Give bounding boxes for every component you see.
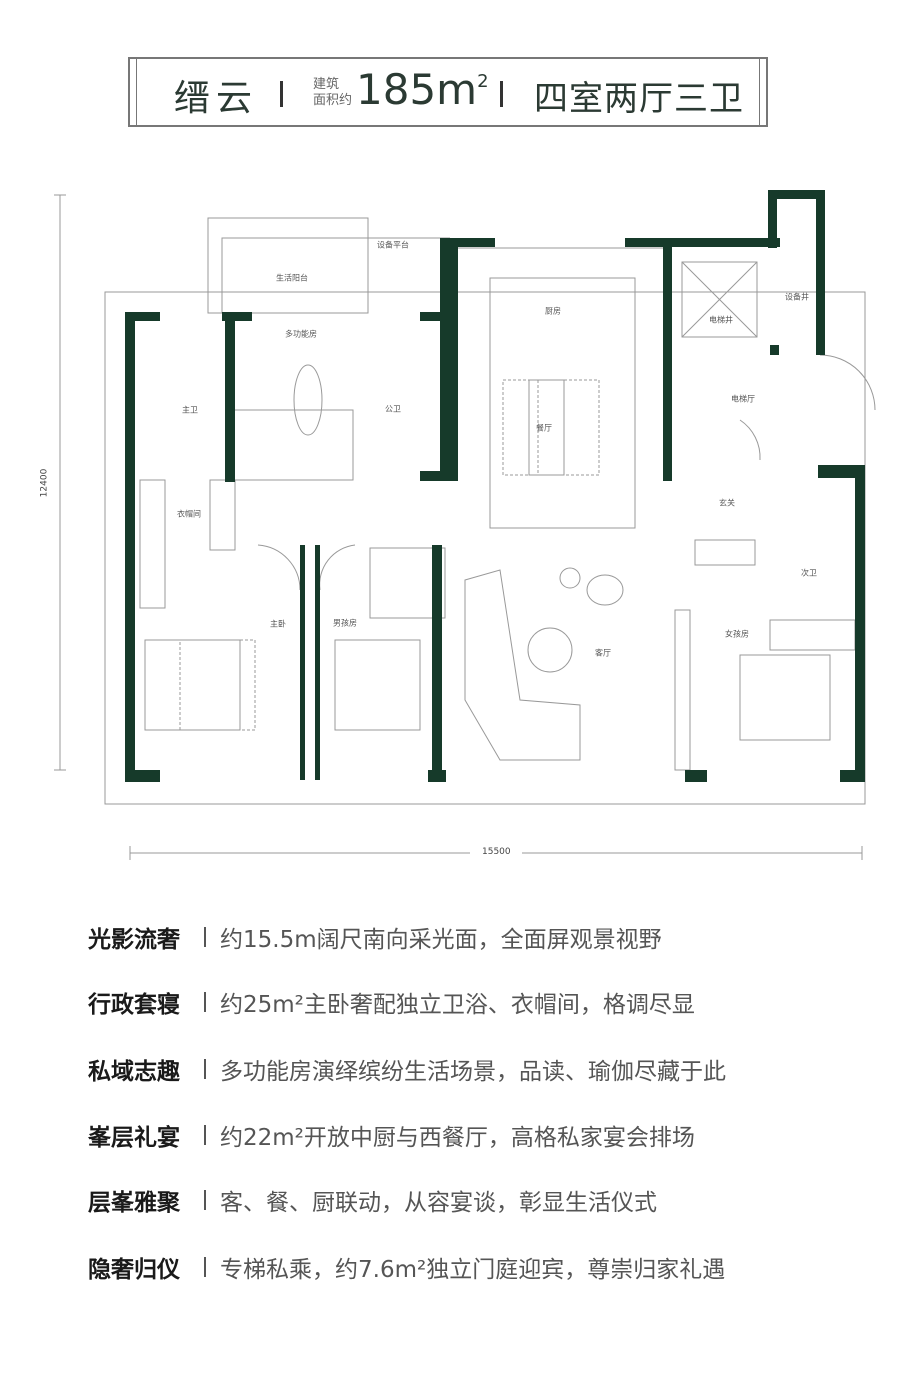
thin-lines: [54, 194, 876, 860]
area-label: 建筑面积约: [313, 77, 352, 109]
room-label-equipment-shaft: 设备井: [785, 292, 809, 302]
room-label-living: 客厅: [595, 648, 611, 658]
room-label-second-bath: 次卫: [801, 568, 817, 578]
floor-plan: [54, 190, 876, 860]
room-label-elevator-shaft: 电梯井: [709, 315, 733, 325]
room-label-dining: 餐厅: [536, 423, 552, 433]
separator: [204, 1257, 206, 1277]
feature-item: 光影流奢 约15.5m阔尺南向采光面，全面屏观景视野: [88, 920, 662, 954]
separator: [204, 1190, 206, 1210]
room-label-master-bath: 主卫: [182, 405, 198, 415]
room-label-master-bedroom: 主卧: [270, 619, 286, 629]
feature-item: 峯层礼宴 约22m²开放中厨与西餐厅，高格私家宴会排场: [88, 1118, 695, 1152]
feature-title: 行政套寝: [88, 992, 180, 1018]
feature-title: 峯层礼宴: [88, 1125, 180, 1151]
room-label-balcony: 生活阳台: [276, 273, 308, 283]
layout-type: 四室两厅三卫: [534, 79, 744, 119]
feature-title: 私域志趣: [88, 1059, 180, 1085]
feature-desc: 专梯私乘，约7.6m²独立门庭迎宾，尊崇归家礼遇: [220, 1257, 726, 1283]
title-banner: 缙云 建筑面积约 185m2 四室两厅三卫: [128, 57, 768, 127]
area-superscript: 2: [477, 71, 489, 92]
feature-desc: 约25m²主卧奢配独立卫浴、衣帽间，格调尽显: [220, 992, 695, 1018]
feature-item: 私域志趣 多功能房演绎缤纷生活场景，品读、瑜伽尽藏于此: [88, 1052, 726, 1086]
room-label-equipment-platform: 设备平台: [377, 240, 409, 250]
thick-walls: [125, 190, 865, 782]
room-label-multifunction: 多功能房: [285, 329, 317, 339]
room-label-girl-room: 女孩房: [725, 629, 749, 639]
separator: [204, 992, 206, 1012]
area-label-line1: 建筑: [313, 77, 340, 92]
room-label-foyer: 玄关: [719, 498, 735, 508]
separator: [500, 81, 503, 107]
area-value: 185m2: [356, 65, 489, 114]
project-name: 缙云: [174, 78, 259, 119]
feature-title: 层峯雅聚: [88, 1190, 180, 1216]
feature-item: 层峯雅聚 客、餐、厨联动，从容宴谈，彰显生活仪式: [88, 1183, 657, 1217]
feature-item: 隐奢归仪 专梯私乘，约7.6m²独立门庭迎宾，尊崇归家礼遇: [88, 1250, 725, 1284]
feature-desc: 多功能房演绎缤纷生活场景，品读、瑜伽尽藏于此: [220, 1059, 726, 1085]
feature-title: 隐奢归仪: [88, 1257, 180, 1283]
feature-item: 行政套寝 约25m²主卧奢配独立卫浴、衣帽间，格调尽显: [88, 985, 695, 1019]
room-label-boy-room: 男孩房: [333, 618, 357, 628]
feature-title: 光影流奢: [88, 927, 180, 953]
dimension-width: 15500: [482, 847, 511, 857]
dimension-depth: 12400: [39, 468, 50, 498]
feature-desc: 约15.5m阔尺南向采光面，全面屏观景视野: [220, 927, 662, 953]
room-label-elevator-hall: 电梯厅: [731, 394, 755, 404]
area-label-line2: 面积约: [313, 93, 353, 108]
separator: [204, 927, 206, 947]
separator: [280, 81, 283, 107]
separator: [204, 1125, 206, 1145]
room-label-kitchen: 厨房: [545, 306, 561, 316]
feature-desc: 客、餐、厨联动，从容宴谈，彰显生活仪式: [220, 1190, 657, 1216]
feature-desc: 约22m²开放中厨与西餐厅，高格私家宴会排场: [220, 1125, 695, 1151]
separator: [204, 1059, 206, 1079]
room-label-public-bath: 公卫: [385, 404, 401, 414]
room-label-closet: 衣帽间: [177, 509, 201, 519]
area-number: 185m: [356, 65, 478, 114]
